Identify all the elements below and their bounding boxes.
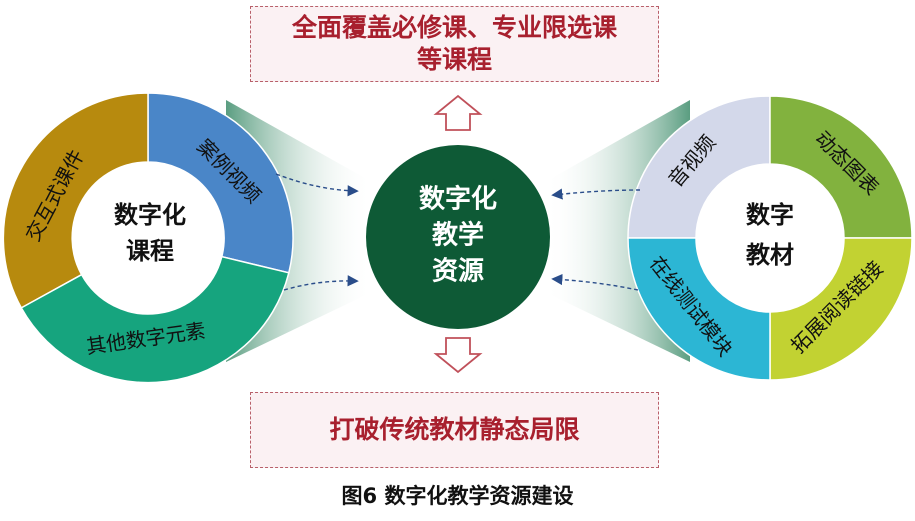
left-ring-title-line1: 数字化 — [114, 201, 186, 229]
center-resource-circle — [366, 145, 550, 329]
right-ring-title-line2: 教材 — [746, 241, 794, 269]
center-title-line1: 数字化 — [419, 184, 497, 215]
bottom-callout-box: 打破传统教材静态局限 — [250, 392, 659, 468]
top-callout-line1: 全面覆盖必修课、专业限选课 — [291, 13, 617, 42]
dashed-arrow-right-lower — [551, 273, 639, 291]
dashed-arrow-left-upper — [275, 173, 359, 197]
top-callout-box: 全面覆盖必修课、专业限选课 等课程 — [250, 6, 659, 82]
dashed-arrow-right-upper — [551, 188, 641, 200]
ring-segment-other-elements — [20, 255, 290, 384]
up-arrow-icon — [433, 94, 483, 131]
left-ring-center — [72, 162, 224, 314]
figure-caption: 图6 数字化教学资源建设 — [341, 484, 574, 508]
left-ring-title-line2: 课程 — [126, 237, 174, 265]
ring-segment-case-video — [147, 92, 294, 274]
top-callout-line2: 等课程 — [416, 45, 492, 74]
right-ring-title-line1: 数字 — [746, 201, 794, 229]
bottom-callout-text: 打破传统教材静态局限 — [329, 415, 580, 444]
down-arrow-icon — [433, 337, 483, 374]
right-ring-center — [696, 164, 844, 312]
center-title-line3: 资源 — [432, 257, 484, 287]
dashed-arrow-left-lower — [283, 275, 359, 291]
center-title-line2: 教学 — [432, 220, 484, 251]
